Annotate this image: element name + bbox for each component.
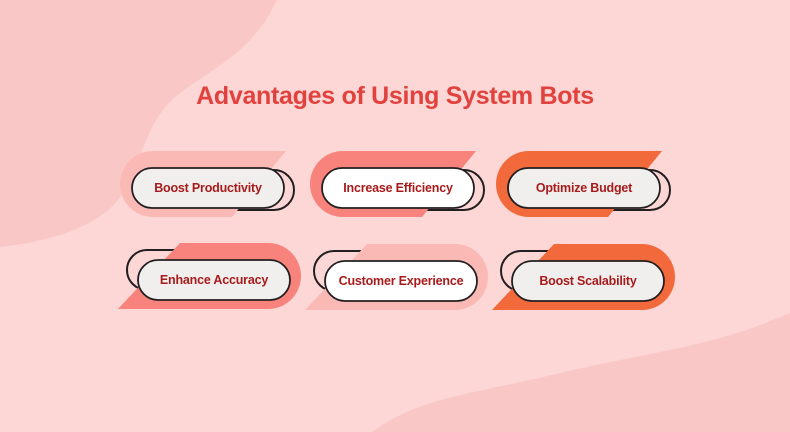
label-pill <box>511 260 665 302</box>
label-pill <box>137 259 291 301</box>
label-pill <box>324 260 478 302</box>
label-pill <box>131 167 285 209</box>
advantage-card-enhance-accuracy: Enhance Accuracy <box>118 240 318 325</box>
blob-top-left <box>0 0 277 247</box>
advantage-label: Increase Efficiency <box>343 181 453 195</box>
advantage-label: Boost Scalability <box>539 274 637 288</box>
advantage-label: Enhance Accuracy <box>159 273 269 287</box>
page-title: Advantages of Using System Bots <box>196 82 594 110</box>
label-pill <box>507 167 661 209</box>
advantage-card-customer-experience: Customer Experience <box>305 241 505 326</box>
advantage-label: Customer Experience <box>338 274 464 288</box>
advantage-label: Boost Productivity <box>154 181 262 195</box>
advantage-card-boost-scalability: Boost Scalability <box>492 241 692 326</box>
advantage-card-increase-efficiency: Increase Efficiency <box>302 148 502 233</box>
advantage-card-optimize-budget: Optimize Budget <box>488 148 688 233</box>
blob-bottom-right <box>372 313 790 432</box>
advantage-card-boost-productivity: Boost Productivity <box>112 148 312 233</box>
label-pill <box>321 167 475 209</box>
advantage-label: Optimize Budget <box>535 181 633 195</box>
